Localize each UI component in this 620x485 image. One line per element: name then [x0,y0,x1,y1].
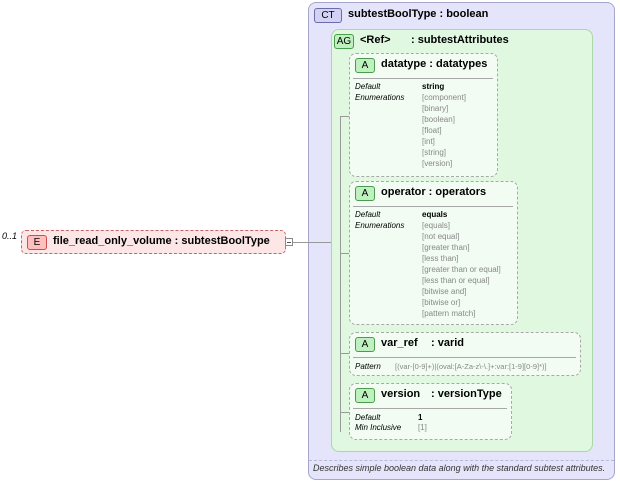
attribute-var-ref-type: : varid [431,337,465,349]
var-ref-pattern-label: Pattern [355,362,381,371]
attribute-version-name: version [381,388,421,400]
var-ref-pattern-value: [(var-[0-9]+)|(oval:[A-Za-z\-\.]+:var:[1… [395,362,547,371]
collapse-toggle-icon[interactable] [285,238,293,246]
connector-var-ref [340,353,349,354]
element-badge: E [27,235,47,250]
element-title: file_read_only_volume : subtestBoolType [53,235,270,247]
element-cardinality: 0..1 [2,231,18,241]
operator-enum-item: [greater than or equal] [422,265,501,274]
complex-type-badge: CT [314,8,342,23]
attribute-group-ref-label: <Ref> [360,34,391,46]
datatype-enum-item: [boolean] [422,115,455,124]
element-to-group-connector [293,242,331,243]
attribute-var-ref-name: var_ref [381,337,418,349]
version-min-inclusive-label: Min Inclusive [355,423,402,432]
complex-type-description: Describes simple boolean data along with… [313,463,606,473]
attribute-datatype-box [349,53,498,177]
datatype-enumerations-label: Enumerations [355,93,405,102]
attribute-var-ref-separator [353,357,576,358]
attribute-operator-title: operator : operators [381,186,487,198]
group-connector-trunk [340,116,341,432]
version-default-value: 1 [418,413,423,422]
element-box[interactable] [21,230,286,254]
operator-enum-item: [equals] [422,221,451,230]
connector-operator [340,253,349,254]
datatype-enum-item: [int] [422,137,435,146]
operator-enum-item: [greater than] [422,243,470,252]
datatype-default-value: string [422,82,445,91]
attribute-datatype-separator [353,78,493,79]
attribute-group-badge: AG [334,34,354,49]
operator-enum-item: [not equal] [422,232,460,241]
operator-enum-item: [pattern match] [422,309,476,318]
connector-version [340,412,349,413]
datatype-enum-item: [binary] [422,104,449,113]
attribute-version-badge: A [355,388,375,403]
attribute-group-name: : subtestAttributes [411,34,509,46]
complex-type-title: subtestBoolType : boolean [348,8,489,20]
attribute-datatype-title: datatype : datatypes [381,58,488,70]
operator-default-label: Default [355,210,381,219]
attribute-operator-box [349,181,518,325]
attribute-operator-badge: A [355,186,375,201]
description-separator [309,460,614,461]
attribute-version-separator [353,408,507,409]
connector-datatype [340,116,349,117]
attribute-version-type: : versionType [431,388,502,400]
operator-default-value: equals [422,210,448,219]
attribute-datatype-badge: A [355,58,375,73]
operator-enum-item: [less than] [422,254,459,263]
version-min-inclusive-value: [1] [418,423,427,432]
operator-enum-item: [less than or equal] [422,276,490,285]
datatype-enum-item: [string] [422,148,447,157]
datatype-default-label: Default [355,82,381,91]
datatype-enum-item: [float] [422,126,442,135]
operator-enumerations-label: Enumerations [355,221,405,230]
datatype-enum-item: [component] [422,93,467,102]
attribute-operator-separator [353,206,513,207]
datatype-enum-item: [version] [422,159,453,168]
attribute-var-ref-badge: A [355,337,375,352]
version-default-label: Default [355,413,381,422]
operator-enum-item: [bitwise and] [422,287,467,296]
attribute-var-ref-box [349,332,581,376]
attribute-version-box [349,383,512,440]
operator-enum-item: [bitwise or] [422,298,461,307]
